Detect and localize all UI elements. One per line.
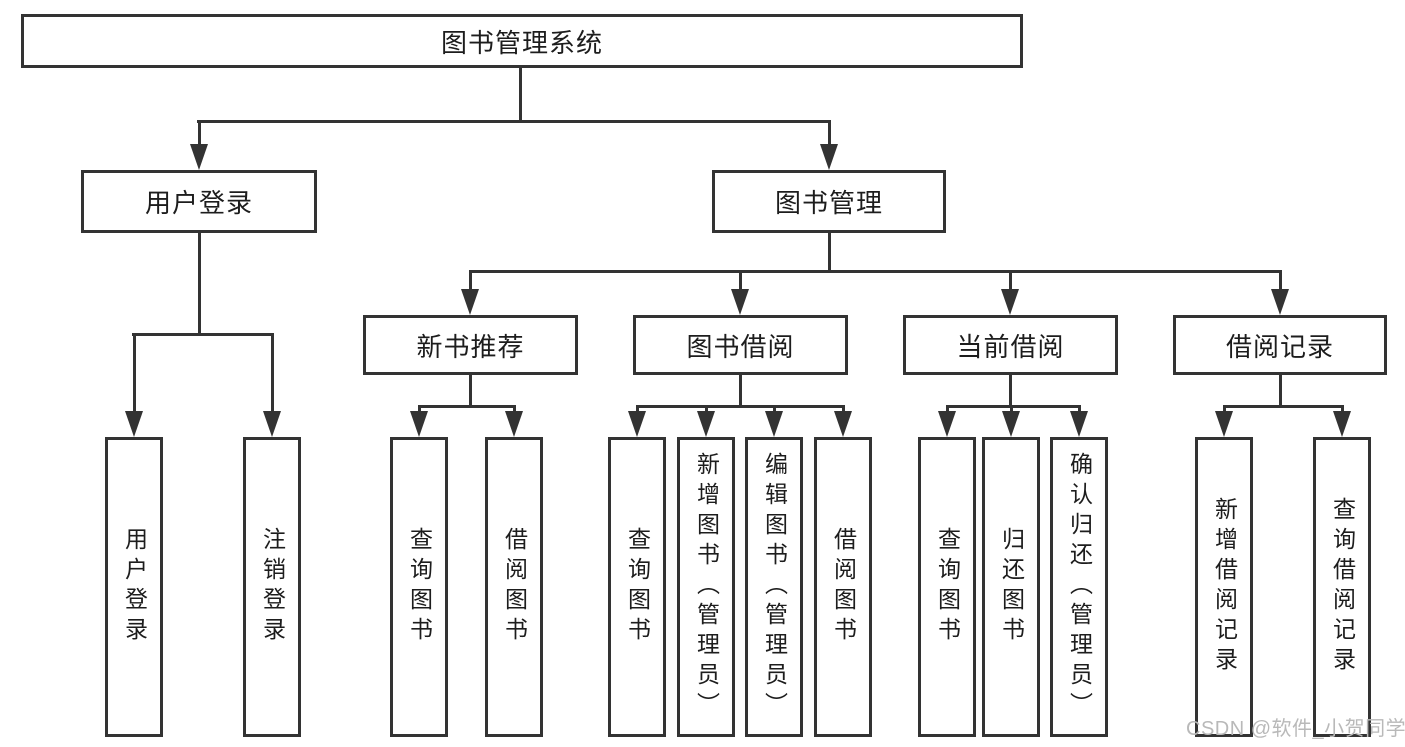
arrowhead-down [1215,411,1233,437]
connector-line [469,375,472,408]
node-borrowing-records: 借阅记录 [1173,315,1387,375]
connector-line [198,233,201,336]
arrowhead-down [938,411,956,437]
node-label: 用户登录 [144,188,253,218]
node-label: 编辑图书（管理员） [761,452,788,722]
arrowhead-down [1001,289,1019,315]
arrowhead-down [263,411,281,437]
connector-line [469,270,1282,273]
arrowhead-down [1002,411,1020,437]
leaf-add-borrow-record: 新增借阅记录 [1195,437,1253,737]
arrowhead-down [731,289,749,315]
connector-line [418,405,516,408]
node-label: 确认归还（管理员） [1066,452,1093,722]
connector-line [132,333,274,336]
node-label: 查询图书 [406,527,433,647]
connector-line [636,405,845,408]
arrowhead-down [820,144,838,170]
leaf-edit-book-admin: 编辑图书（管理员） [745,437,803,737]
leaf-confirm-return-admin: 确认归还（管理员） [1050,437,1108,737]
leaf-query-books-3: 查询图书 [918,437,976,737]
node-book-borrowing: 图书借阅 [633,315,848,375]
connector-line [739,375,742,408]
leaf-query-books-1: 查询图书 [390,437,448,737]
node-label: 借阅图书 [830,527,857,647]
connector-line [133,336,136,411]
arrowhead-down [461,289,479,315]
arrowhead-down [505,411,523,437]
node-current-borrowing: 当前借阅 [903,315,1118,375]
node-label: 图书管理 [774,188,883,218]
arrowhead-down [125,411,143,437]
connector-line [197,120,831,123]
watermark-text: CSDN @软件_小贺同学 [1186,718,1405,740]
leaf-borrow-books-2: 借阅图书 [814,437,872,737]
node-new-book-recommend: 新书推荐 [363,315,578,375]
connector-line [1009,273,1012,290]
node-label: 用户登录 [121,527,148,647]
arrowhead-down [410,411,428,437]
node-system-root: 图书管理系统 [21,14,1023,68]
connector-line [1279,273,1282,290]
connector-line [946,405,1081,408]
leaf-user-login: 用户登录 [105,437,163,737]
leaf-query-borrow-record: 查询借阅记录 [1313,437,1371,737]
connector-line [519,68,522,123]
leaf-logout: 注销登录 [243,437,301,737]
node-label: 注销登录 [259,527,286,647]
connector-line [828,233,831,273]
arrowhead-down [697,411,715,437]
connector-line [1223,405,1344,408]
connector-line [739,273,742,290]
leaf-add-book-admin: 新增图书（管理员） [677,437,735,737]
arrowhead-down [1070,411,1088,437]
node-label: 新增图书（管理员） [693,452,720,722]
leaf-borrow-books-1: 借阅图书 [485,437,543,737]
arrowhead-down [1271,289,1289,315]
node-label: 查询图书 [624,527,651,647]
node-label: 归还图书 [998,527,1025,647]
connector-line [828,123,831,146]
node-label: 图书管理系统 [440,27,603,58]
arrowhead-down [190,144,208,170]
arrowhead-down [1333,411,1351,437]
node-label: 新增借阅记录 [1211,497,1238,677]
node-label: 借阅图书 [501,527,528,647]
connector-line [1009,375,1012,408]
node-label: 借阅记录 [1225,331,1334,362]
leaf-return-books: 归还图书 [982,437,1040,737]
arrowhead-down [628,411,646,437]
connector-line [1279,375,1282,408]
node-user-login-group: 用户登录 [81,170,317,233]
arrowhead-down [834,411,852,437]
node-label: 查询图书 [934,527,961,647]
connector-line [198,123,201,146]
leaf-query-books-2: 查询图书 [608,437,666,737]
node-label: 查询借阅记录 [1329,497,1356,677]
node-label: 图书借阅 [686,331,795,362]
arrowhead-down [765,411,783,437]
connector-line [271,336,274,411]
node-label: 新书推荐 [416,331,525,362]
connector-line [469,273,472,290]
node-label: 当前借阅 [956,331,1065,362]
node-book-management: 图书管理 [712,170,946,233]
